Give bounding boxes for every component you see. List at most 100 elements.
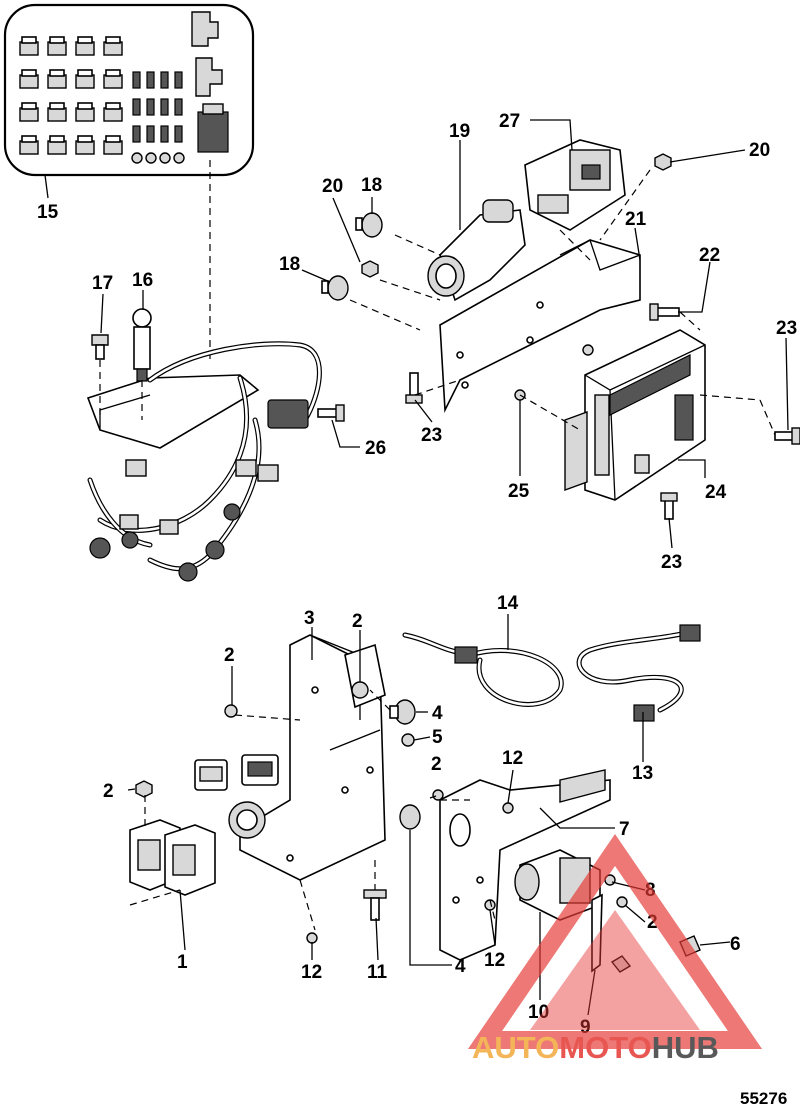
nut-12b: [502, 802, 514, 814]
seal-icon: [173, 152, 185, 164]
callout-24: 24: [705, 482, 727, 503]
callout-4: 4: [455, 956, 466, 977]
callout-2: 2: [352, 611, 363, 632]
seal-icon: [159, 152, 171, 164]
callout-23: 23: [421, 425, 442, 446]
fuse-icon: [47, 102, 67, 122]
fuse-icon: [47, 135, 67, 155]
terminal-icon: [160, 71, 169, 89]
fuse-icon: [75, 135, 95, 155]
bolt-23a: [405, 372, 423, 404]
grommet-4a: [389, 699, 416, 725]
callout-27: 27: [499, 111, 520, 132]
callout-25: 25: [508, 481, 530, 502]
fuse-grid: [19, 36, 123, 155]
callout-16: 16: [132, 270, 153, 291]
fuse-icon: [19, 69, 39, 89]
bolt-22: [649, 303, 680, 321]
callout-15: 15: [37, 202, 59, 223]
harness-13: [576, 624, 701, 722]
callout-23: 23: [661, 552, 682, 573]
callout-17: 17: [92, 273, 113, 294]
callout-6: 6: [730, 934, 741, 955]
callout-3: 3: [304, 608, 315, 629]
terminal-icon: [146, 98, 155, 116]
bolt-23c: [660, 492, 678, 520]
fuse-kit-inset: [3, 3, 255, 199]
nut-2b: [224, 704, 238, 718]
terminal-icon: [132, 71, 141, 89]
callout-2: 2: [103, 781, 114, 802]
nut-20b: [654, 153, 672, 171]
callout-1: 1: [177, 952, 188, 973]
callout-2: 2: [224, 645, 235, 666]
callout-2: 2: [647, 912, 658, 933]
fuse-icon: [103, 36, 123, 56]
grommet-4b: [399, 804, 421, 830]
terminal-icon: [132, 98, 141, 116]
callout-20: 20: [749, 140, 770, 161]
callout-12: 12: [301, 962, 322, 983]
callout-4: 4: [432, 703, 443, 724]
callout-26: 26: [365, 438, 386, 459]
callout-9: 9: [580, 1017, 591, 1038]
fuse-icon: [103, 69, 123, 89]
terminal-icon: [146, 125, 155, 143]
terminal-icon: [174, 71, 183, 89]
fuse-icon: [19, 102, 39, 122]
strap-9: [591, 893, 603, 973]
callout-22: 22: [699, 245, 720, 266]
callout-23: 23: [776, 318, 797, 339]
nut-5: [401, 733, 415, 747]
callout-12: 12: [502, 748, 523, 769]
fuse-icon: [19, 135, 39, 155]
callout-2: 2: [431, 754, 442, 775]
bolt-11: [363, 889, 387, 921]
grommet-18b: [321, 275, 349, 301]
fuse-icon: [75, 36, 95, 56]
engine-harness: [86, 341, 322, 582]
svg-text:AUTOMOTOHUB: AUTOMOTOHUB: [472, 1030, 719, 1065]
fuse-icon: [75, 69, 95, 89]
terminal-icon: [160, 125, 169, 143]
seal-icon: [145, 152, 157, 164]
fuse-icon: [47, 69, 67, 89]
callout-5: 5: [432, 727, 443, 748]
callout-7: 7: [619, 819, 630, 840]
terminal-icon: [174, 98, 183, 116]
leader-lines: [100, 119, 789, 1016]
watermark-logo: AUTOMOTOHUB: [467, 834, 763, 1065]
terminal-icon: [160, 98, 169, 116]
watermark-part2: MOTO: [559, 1030, 651, 1065]
nut-20a: [361, 260, 379, 278]
stud-16: [132, 308, 152, 382]
callout-18: 18: [279, 254, 300, 275]
round-connector: [228, 801, 266, 839]
callout-12: 12: [484, 950, 505, 971]
bolt-23b: [774, 427, 800, 445]
callout-14: 14: [497, 593, 519, 614]
connector-cover-27: [524, 139, 626, 231]
figure-number: 55276: [740, 1089, 787, 1108]
callout-19: 19: [449, 121, 470, 142]
terminal-icon: [174, 125, 183, 143]
fuse-icon: [103, 102, 123, 122]
mounting-bracket-21: [439, 239, 641, 414]
nut-2a: [135, 780, 153, 798]
nut-2c: [432, 789, 444, 801]
callout-21: 21: [625, 209, 647, 230]
bracket-7: [439, 769, 611, 961]
callout-labels: 1 2 2 2 2 2 3 4 4 5 6 7 8 9 10 11 12 12 …: [37, 111, 797, 1038]
harness-14: [402, 632, 564, 707]
fuse-icon: [103, 135, 123, 155]
nut-12a: [306, 932, 318, 944]
connector-block-b: [241, 754, 279, 786]
relays-1: [129, 819, 216, 896]
terminal-grid: [131, 71, 185, 164]
fuse-icon: [19, 36, 39, 56]
callout-20: 20: [322, 176, 343, 197]
watermark-part3: HUB: [652, 1030, 719, 1065]
ecm-module-24: [564, 329, 706, 501]
callout-11: 11: [367, 962, 388, 983]
